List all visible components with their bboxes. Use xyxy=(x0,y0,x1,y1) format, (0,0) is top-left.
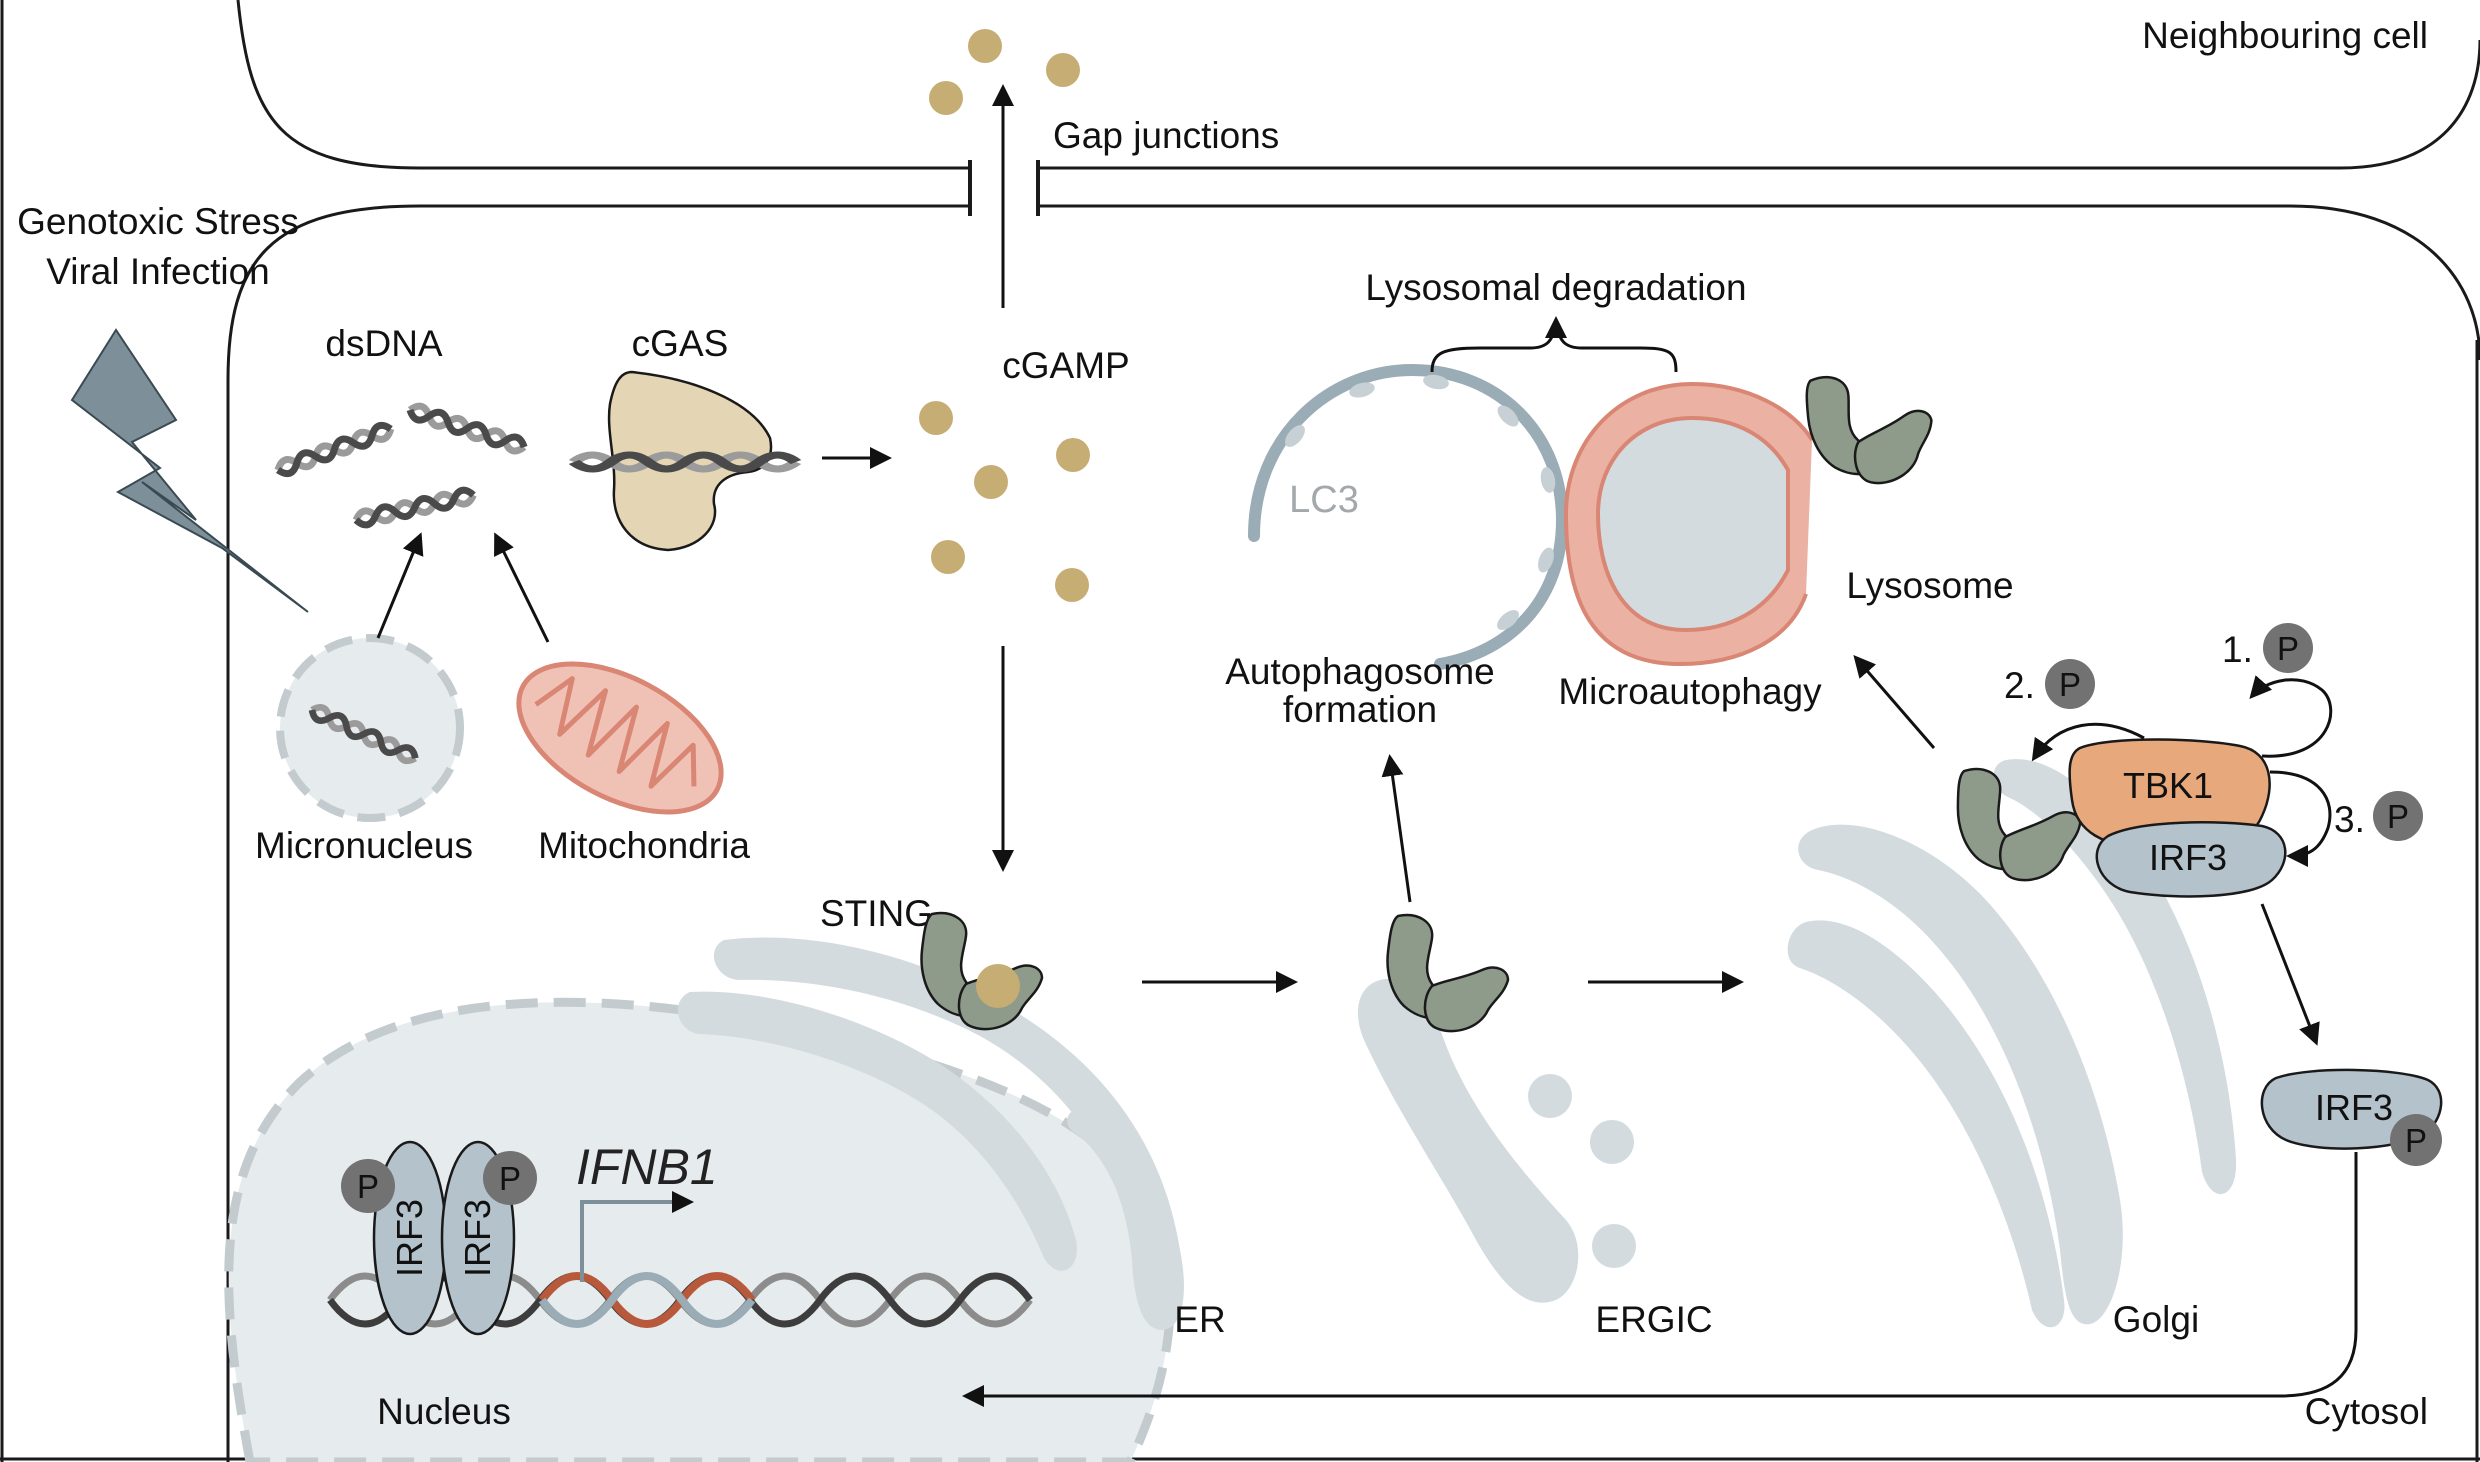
nucleus xyxy=(224,997,1175,1462)
golgi-to-microautophagy-arrow xyxy=(1853,654,1936,749)
ergic xyxy=(1357,978,1636,1303)
irf3-phosphorylated-label: IRF3 xyxy=(2315,1087,2393,1128)
viral-infection-label: Viral Infection xyxy=(46,251,270,292)
mitochondria-to-dsdna-arrow xyxy=(494,532,550,643)
neighbouring-cell-label: Neighbouring cell xyxy=(2142,15,2428,56)
phosphate-icon xyxy=(2263,623,2313,673)
genomic-dna xyxy=(327,1272,1033,1328)
cgamp-bound-molecule xyxy=(976,964,1020,1008)
cgamp-label: cGAMP xyxy=(1002,345,1129,386)
tbk1-label: TBK1 xyxy=(2123,765,2213,806)
lysosome xyxy=(1563,381,1814,667)
step1-label: 1. xyxy=(2222,629,2253,670)
endoplasmic-reticulum xyxy=(677,937,1184,1330)
transcription-start-arrow xyxy=(580,1191,694,1282)
cgamp-neighbour-molecules xyxy=(929,29,1080,115)
micronucleus-to-dsdna-arrow xyxy=(376,532,424,639)
nuclear-irf3-right-label: IRF3 xyxy=(457,1199,498,1277)
gap-junctions-label: Gap junctions xyxy=(1053,115,1279,156)
phosphate-icon xyxy=(341,1159,395,1213)
step2-phospho-arrow xyxy=(2031,722,2145,762)
irf3-release-arrow xyxy=(2260,903,2320,1046)
lysosome-label: Lysosome xyxy=(1846,565,2013,606)
step3-p-label: P xyxy=(2387,798,2409,835)
cytosol-label: Cytosol xyxy=(2305,1391,2428,1432)
irf3-phosphorylated-p-label: P xyxy=(2405,1122,2427,1159)
mitochondria-label: Mitochondria xyxy=(538,825,750,866)
phosphate-icon xyxy=(483,1151,537,1205)
dna-helix-icon xyxy=(408,403,526,453)
step1-phospho-arrow xyxy=(2249,675,2333,758)
dna-helix-icon xyxy=(574,455,796,469)
step3-label: 3. xyxy=(2334,799,2365,840)
microautophagy-label: Microautophagy xyxy=(1558,671,1822,712)
er-label: ER xyxy=(1174,1299,1225,1340)
dsdna-label: dsDNA xyxy=(325,323,443,364)
cgamp-molecules xyxy=(919,401,1090,602)
irf3-label: IRF3 xyxy=(2149,837,2227,878)
autophagosome-membrane xyxy=(1248,363,1569,670)
genotoxic-stress-label: Genotoxic Stress xyxy=(17,201,299,242)
micronucleus xyxy=(276,634,464,822)
sting-dimer-icon xyxy=(1798,355,1944,497)
cell-membrane xyxy=(226,204,2480,1462)
lysosomal-degradation-label: Lysosomal degradation xyxy=(1365,267,1746,308)
dna-helix-icon xyxy=(276,422,394,476)
ifnb1-gene-segment xyxy=(538,1272,756,1328)
nuclear-irf3-left-label: IRF3 xyxy=(389,1199,430,1277)
phosphate-icon xyxy=(2373,791,2423,841)
step3-phospho-arrow xyxy=(2269,770,2332,867)
dna-helix-icon xyxy=(355,488,475,527)
step1-p-label: P xyxy=(2277,630,2299,667)
golgi-label: Golgi xyxy=(2113,1299,2199,1340)
irf3-nuclear-import-arrow xyxy=(962,1152,2358,1407)
ifnb1-label: IFNB1 xyxy=(576,1139,718,1195)
step2-p-label: P xyxy=(2059,666,2081,703)
lightning-bolt-icon xyxy=(70,328,309,613)
lc3-label: LC3 xyxy=(1289,479,1359,521)
sting-label: STING xyxy=(820,893,933,934)
step2-label: 2. xyxy=(2004,665,2035,706)
ergic-label: ERGIC xyxy=(1595,1299,1712,1340)
ergic-to-autophagosome-arrow xyxy=(1381,754,1412,903)
autophagosome-label-line1: Autophagosome xyxy=(1225,651,1494,692)
autophagosome-label-line2: formation xyxy=(1283,689,1437,730)
gap-junction xyxy=(968,160,1040,216)
phosphate-icon xyxy=(2045,659,2095,709)
lysosomal-degradation-bracket xyxy=(1430,320,1678,373)
nuclear-p-right-label: P xyxy=(499,1160,521,1197)
neighbouring-cell-membrane xyxy=(236,0,2480,170)
dsdna-fragments xyxy=(276,403,527,527)
mitochondrion-icon xyxy=(516,661,724,815)
cgas-label: cGAS xyxy=(632,323,729,364)
irf3-protein xyxy=(2095,821,2287,898)
nucleus-label: Nucleus xyxy=(377,1391,511,1432)
micronucleus-label: Micronucleus xyxy=(255,825,473,866)
phosphate-icon xyxy=(2390,1114,2442,1166)
nuclear-p-left-label: P xyxy=(357,1168,379,1205)
